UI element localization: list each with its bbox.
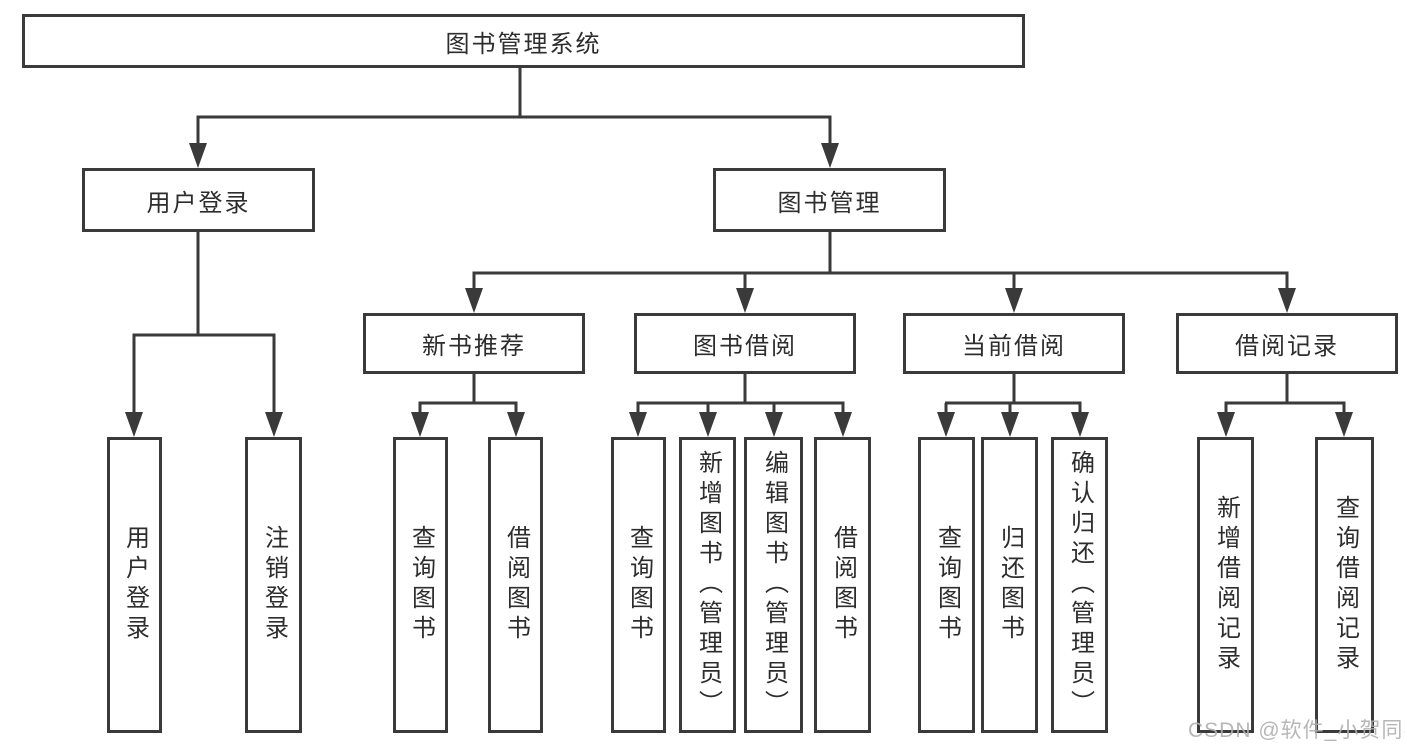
arrow-down-icon [1217, 412, 1235, 437]
arrow-down-icon [1278, 288, 1296, 313]
leaf-user-login: 用户登录 [107, 437, 162, 733]
leaf-logout-login: 注销登录 [245, 437, 302, 733]
leaf-query-borrow-record: 查询借阅记录 [1315, 437, 1374, 733]
leaf-label: 查询图书 [407, 525, 435, 645]
arrow-down-icon [189, 143, 207, 168]
leaf-query-books-recommend: 查询图书 [393, 437, 448, 733]
node-current-borrow: 当前借阅 [903, 313, 1125, 374]
arrow-down-icon [1071, 412, 1089, 437]
leaf-label: 查询图书 [933, 525, 961, 645]
arrow-down-icon [1335, 412, 1353, 437]
node-new-book-recommend: 新书推荐 [363, 313, 585, 374]
arrow-down-icon [821, 143, 839, 168]
arrow-down-icon [937, 412, 955, 437]
node-borrow-records: 借阅记录 [1176, 313, 1398, 374]
node-root-library-system: 图书管理系统 [22, 14, 1025, 68]
leaf-confirm-return-admin: 确认归还（管理员） [1051, 437, 1108, 733]
leaf-label: 借阅图书 [829, 525, 857, 645]
leaf-query-books-borrow: 查询图书 [611, 437, 666, 733]
leaf-label: 用户登录 [121, 525, 149, 645]
arrow-down-icon [1005, 288, 1023, 313]
arrow-down-icon [411, 412, 429, 437]
leaf-label: 新增借阅记录 [1212, 495, 1240, 675]
arrow-down-icon [507, 412, 525, 437]
arrow-down-icon [629, 412, 647, 437]
leaf-label: 归还图书 [996, 525, 1024, 645]
leaf-query-books-current: 查询图书 [918, 437, 975, 733]
arrow-down-icon [125, 412, 143, 437]
leaf-borrow-books-recommend: 借阅图书 [488, 437, 543, 733]
node-book-management: 图书管理 [713, 168, 946, 232]
arrow-down-icon [699, 412, 717, 437]
leaf-label: 确认归还（管理员） [1066, 450, 1094, 720]
leaf-label: 编辑图书（管理员） [760, 450, 788, 720]
arrow-down-icon [736, 288, 754, 313]
node-book-borrow: 图书借阅 [634, 313, 856, 374]
arrow-down-icon [765, 412, 783, 437]
leaf-borrow-books: 借阅图书 [814, 437, 871, 733]
arrow-down-icon [1001, 412, 1019, 437]
leaf-label: 注销登录 [260, 525, 288, 645]
arrow-down-icon [465, 288, 483, 313]
csdn-watermark: CSDN @软件_小贺同学 [1188, 719, 1405, 742]
leaf-label: 借阅图书 [502, 525, 530, 645]
arrow-down-icon [265, 412, 283, 437]
leaf-add-books-admin: 新增图书（管理员） [679, 437, 736, 733]
leaf-label: 查询图书 [625, 525, 653, 645]
leaf-label: 查询借阅记录 [1331, 495, 1359, 675]
leaf-add-borrow-record: 新增借阅记录 [1197, 437, 1254, 733]
leaf-return-books: 归还图书 [981, 437, 1038, 733]
node-user-login: 用户登录 [82, 168, 315, 232]
arrow-down-icon [834, 412, 852, 437]
leaf-label: 新增图书（管理员） [694, 450, 722, 720]
leaf-edit-books-admin: 编辑图书（管理员） [744, 437, 803, 733]
